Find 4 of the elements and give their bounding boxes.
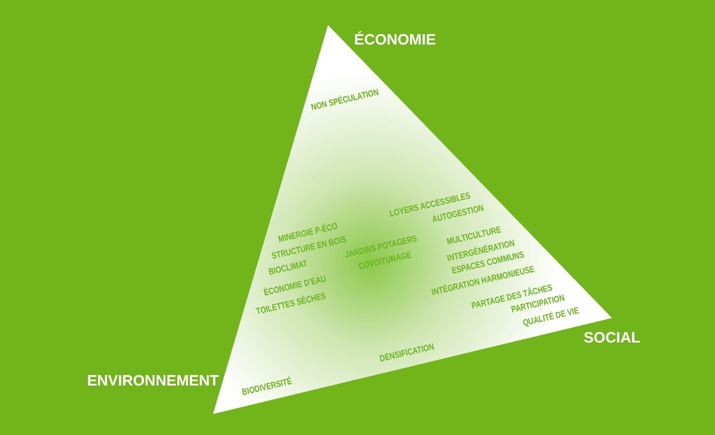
- theme-label: BIOCLIMAT: [268, 259, 308, 277]
- pole-label: SOCIAL: [584, 330, 640, 346]
- pole-label: ENVIRONNEMENT: [87, 374, 219, 388]
- pole-label: ÉCONOMIE: [354, 32, 436, 48]
